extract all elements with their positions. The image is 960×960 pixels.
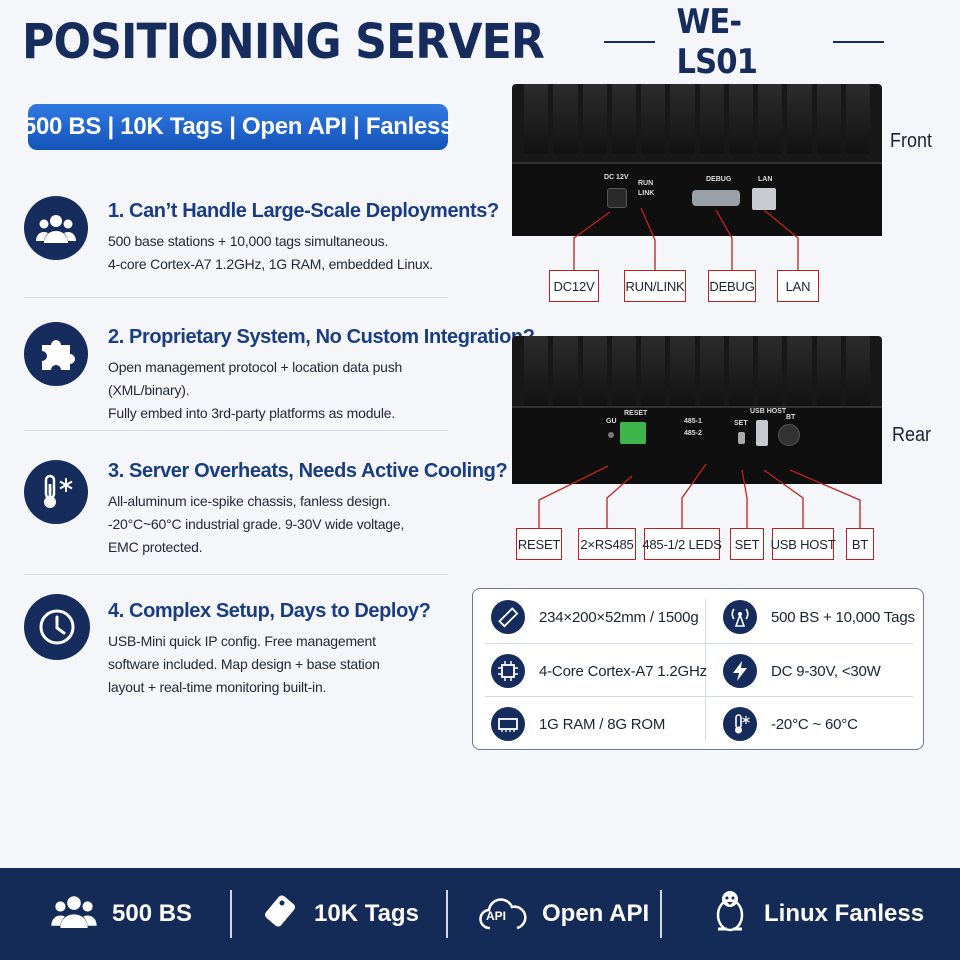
link-led-label: LINK (638, 190, 655, 197)
cpu-icon (491, 654, 525, 688)
divider (24, 574, 448, 575)
feature-title: 4. Complex Setup, Days to Deploy? (108, 600, 431, 622)
dc-jack (607, 188, 627, 208)
reset-label: RESET (624, 410, 648, 417)
bt-antenna-connector (778, 424, 800, 446)
callout-lan: LAN (777, 270, 819, 302)
spec-row-divider (485, 643, 913, 644)
set-usb-mini-port (738, 432, 745, 444)
callout-dc12v: DC12V (549, 270, 599, 302)
model-heading: WE-LS01 (604, 2, 884, 82)
spec-memory: 1G RAM / 8G ROM (473, 698, 693, 750)
tag-icon (260, 891, 300, 938)
callout-run-link: RUN/LINK (624, 270, 686, 302)
dc-port-label: DC 12V (604, 174, 629, 181)
run-led-label: RUN (638, 180, 654, 187)
feature-3: 3. Server Overheats, Needs Active Coolin… (20, 456, 508, 556)
front-device-image: DC 12V RUN LINK DEBUG LAN (512, 84, 882, 236)
callout-set: SET (730, 528, 764, 560)
thermometer-snowflake-icon (24, 460, 88, 524)
usb-host-label: USB HOST (750, 408, 787, 415)
rear-label: Rear (892, 424, 932, 446)
lightning-icon (723, 654, 757, 688)
lan-port-label: LAN (758, 176, 773, 183)
page-title: POSITIONING SERVER (22, 14, 545, 70)
feature-title: 1. Can’t Handle Large-Scale Deployments? (108, 200, 499, 222)
feature-desc: 500 base stations + 10,000 tags simultan… (108, 233, 433, 272)
footer-bar: 500 BS 10K Tags API Open API Linux Fanle… (0, 868, 960, 960)
led-485-2-label: 485-2 (684, 430, 702, 437)
lan-port (752, 188, 776, 210)
callout-debug: DEBUG (708, 270, 756, 302)
model-number: WE-LS01 (676, 2, 757, 82)
feature-4: 4. Complex Setup, Days to Deploy? USB-Mi… (20, 594, 450, 706)
spec-dimensions: 234×200×52mm / 1500g (473, 591, 699, 643)
footer-item-api: API Open API (478, 868, 649, 960)
front-label: Front (890, 130, 933, 152)
feature-desc: USB-Mini quick IP config. Free managemen… (108, 633, 380, 695)
debug-serial-port (692, 190, 740, 206)
rear-device-image: GU RESET 485-1 485-2 SET USB HOST BT (512, 336, 882, 484)
spec-column-divider (705, 599, 706, 741)
callout-rs485: 2×RS485 (578, 528, 636, 560)
gu-label: GU (606, 418, 617, 425)
puzzle-icon (24, 322, 88, 386)
ram-icon (491, 707, 525, 741)
footer-item-bs: 500 BS (50, 868, 192, 960)
spec-cpu: 4-Core Cortex-A7 1.2GHz (473, 645, 707, 697)
divider (24, 430, 448, 431)
model-rule-right (833, 41, 884, 43)
footer-label: Open API (542, 900, 650, 927)
footer-item-tags: 10K Tags (260, 868, 419, 960)
feature-title: 2. Proprietary System, No Custom Integra… (108, 326, 535, 348)
cloud-api-icon: API (478, 896, 528, 932)
penguin-icon (710, 889, 750, 940)
feature-title: 3. Server Overheats, Needs Active Coolin… (108, 460, 508, 482)
feature-1: 1. Can’t Handle Large-Scale Deployments?… (20, 196, 499, 276)
spec-power: DC 9-30V, <30W (705, 645, 925, 697)
spec-box: 234×200×52mm / 1500g 500 BS + 10,000 Tag… (472, 588, 924, 750)
callout-reset: RESET (516, 528, 562, 560)
usb-host-port (756, 420, 768, 446)
bt-label: BT (786, 414, 796, 421)
footer-divider (660, 890, 662, 938)
spec-capacity: 500 BS + 10,000 Tags (705, 591, 925, 643)
spec-row-divider (485, 696, 913, 697)
callout-bt: BT (846, 528, 874, 560)
divider (24, 297, 448, 298)
callout-485-leds: 485-1/2 LEDS (642, 528, 722, 560)
users-icon (24, 196, 88, 260)
led-485-1-label: 485-1 (684, 418, 702, 425)
spec-temperature: -20°C ~ 60°C (705, 698, 925, 750)
feature-desc: Open management protocol + location data… (108, 359, 403, 421)
rs485-terminal (620, 422, 646, 444)
users-icon (50, 894, 98, 935)
footer-label: Linux Fanless (764, 900, 925, 927)
footer-item-linux: Linux Fanless (710, 868, 924, 960)
reset-button-hole (608, 432, 614, 438)
model-rule-left (604, 41, 655, 43)
footer-label: 500 BS (112, 900, 193, 927)
antenna-icon (723, 600, 757, 634)
set-port-label: SET (734, 420, 748, 427)
feature-2: 2. Proprietary System, No Custom Integra… (20, 322, 535, 421)
callout-usb-host: USB HOST (771, 528, 836, 560)
debug-port-label: DEBUG (706, 176, 732, 183)
footer-divider (446, 890, 448, 938)
footer-label: 10K Tags (314, 900, 419, 927)
clock-icon (24, 594, 90, 660)
feature-desc: All-aluminum ice-spike chassis, fanless … (108, 493, 405, 555)
ruler-icon (491, 600, 525, 634)
tagline-banner: 500 BS | 10K Tags | Open API | Fanless (23, 104, 453, 150)
footer-divider (230, 890, 232, 938)
thermometer-icon (723, 707, 757, 741)
